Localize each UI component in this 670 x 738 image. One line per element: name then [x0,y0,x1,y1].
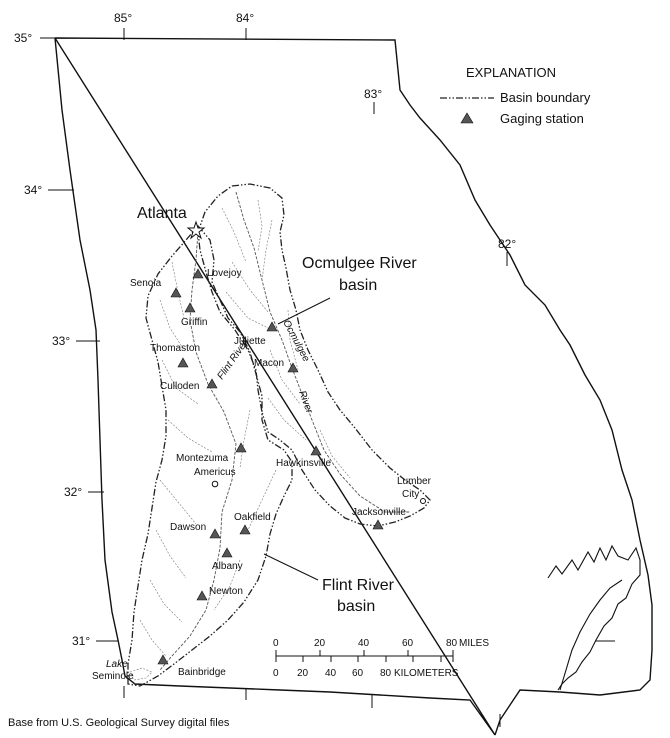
station-marker-montezuma [235,442,247,453]
coastal-islands [559,579,623,691]
lake-seminole-shape [129,667,153,681]
atlanta-star-icon [186,220,206,240]
lon-label-84: 84° [236,11,254,25]
graticule-ticks [40,28,615,727]
flint-basin-boundary [127,225,293,687]
gaging-stations: Lovejoy Senoia Griffin Thomaston Cullode… [130,268,406,678]
scale-km-tick-60: 60 [352,668,364,679]
americus-label: Americus [194,467,236,478]
legend-basin-label: Basin boundary [500,90,591,105]
station-marker-dawson [209,528,221,539]
scale-miles-tick-40: 40 [358,638,370,649]
lon-label-85: 85° [114,11,132,25]
lumber-city-label-line1: Lumber [397,476,432,487]
ocmulgee-leader-line [277,297,331,325]
station-label-juliette: Juliette [234,336,266,347]
source-credit: Base from U.S. Geological Survey digital… [8,717,230,729]
lat-label-32: 32° [64,485,82,499]
station-label-dawson: Dawson [170,522,206,533]
ocmulgee-river-label: Ocmulgee [280,318,311,364]
station-label-lovejoy: Lovejoy [207,268,241,279]
station-marker-senoia [170,287,182,298]
scale-miles-tick-60: 60 [402,638,414,649]
atlantic-coastline [547,544,641,691]
scale-km-unit: KILOMETERS [394,668,459,679]
ocmulgee-basin-label-line2: basin [339,277,377,294]
station-label-culloden: Culloden [160,381,199,392]
americus-city-dot [211,480,219,488]
lumber-city-dot [420,498,426,504]
scale-miles-tick-20: 20 [314,638,326,649]
station-marker-culloden [206,378,218,389]
station-marker-newton [196,590,208,601]
station-label-oakfield: Oakfield [234,512,271,523]
station-label-macon: Macon [254,358,284,369]
scale-km-tick-0: 0 [273,668,279,679]
flint-basin-label-line2: basin [337,598,375,615]
station-label-albany: Albany [212,561,243,572]
station-marker-macon [287,362,299,373]
station-marker-hawkinsville [310,445,322,456]
station-marker-griffin [184,302,196,313]
ocmulgee-basin-boundary [197,183,431,527]
lake-seminole-label-line2: Seminole [92,671,134,682]
scale-miles-unit: MILES [459,638,489,649]
scale-km-tick-20: 20 [297,668,309,679]
lake-seminole-label-line1: Lake [106,659,128,670]
scale-km-tick-40: 40 [325,668,337,679]
lat-label-31: 31° [72,634,90,648]
station-marker-thomaston [177,357,189,368]
station-label-jacksonville: Jacksonville [352,507,406,518]
station-marker-oakfield [239,524,251,535]
atlanta-label: Atlanta [137,205,187,222]
lat-label-34: 34° [24,183,42,197]
station-marker-albany [221,547,233,558]
georgia-state-boundary [54,37,653,736]
scale-bar: 0 20 40 60 80 MILES 0 20 40 60 80 KILOME… [273,638,489,679]
ocmulgee-basin-label-line1: Ocmulgee River [302,255,417,272]
station-label-bainbridge: Bainbridge [178,667,226,678]
station-marker-jacksonville [372,519,384,530]
lumber-city-label-line2: City [402,489,419,500]
scale-miles-tick-0: 0 [273,638,279,649]
station-label-hawkinsville: Hawkinsville [276,458,331,469]
legend: EXPLANATION Basin boundary Gaging statio… [440,65,591,126]
station-marker-juliette [266,321,278,332]
station-marker-bainbridge [157,654,169,665]
flint-leader-line [263,553,319,581]
scale-km-tick-80: 80 [380,668,392,679]
lat-label-35: 35° [14,31,32,45]
station-label-griffin: Griffin [181,317,208,328]
station-label-newton: Newton [209,586,243,597]
lon-label-82: 82° [498,237,516,251]
station-marker-lovejoy [192,268,204,279]
station-label-senoia: Senoia [130,278,162,289]
lon-label-83: 83° [364,87,382,101]
station-label-montezuma: Montezuma [176,453,229,464]
legend-gaging-station-icon [460,112,474,124]
scale-miles-tick-80: 80 [446,638,458,649]
lat-label-33: 33° [52,334,70,348]
station-label-thomaston: Thomaston [150,343,200,354]
legend-title: EXPLANATION [466,65,556,80]
flint-basin-label-line1: Flint River [322,577,395,594]
legend-gaging-label: Gaging station [500,111,584,126]
